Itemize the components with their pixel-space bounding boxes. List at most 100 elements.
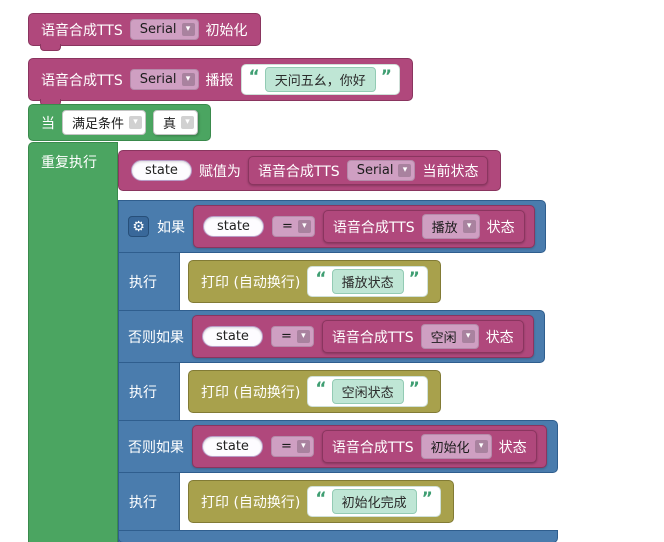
current-state-label: 当前状态 [422, 163, 479, 180]
do-row: 执行 打印 (自动换行) “ 初始化完成 ” [118, 478, 454, 525]
dropdown-value: = [280, 439, 292, 454]
condition-block[interactable]: state = ▾ 语音合成TTS 初始化 ▾ [192, 425, 547, 468]
status-label: 状态 [485, 329, 514, 346]
dropdown-value: 播放 [431, 221, 458, 236]
tts-name: 语音合成TTS [331, 439, 414, 456]
if-header-row: ⚙ 如果 state = ▾ 语音合成TTS 播放 [118, 200, 546, 253]
print-text-value[interactable]: 初始化完成 [331, 489, 417, 514]
print-text-value[interactable]: 空闲状态 [331, 379, 404, 404]
status-label: 状态 [498, 439, 527, 456]
elseif-row: 否则如果 state = ▾ 语音合成TTS 初始化 [118, 420, 558, 473]
dropdown-arrow-icon: ▾ [296, 440, 310, 453]
condition-block[interactable]: state = ▾ 语音合成TTS 空闲 ▾ [192, 315, 534, 358]
block-repeat[interactable]: 重复执行 state 赋值为 语音合成TTS Serial ▾ 当前状态 [28, 142, 558, 542]
block-tts-init[interactable]: 语音合成TTS Serial ▾ 初始化 [28, 13, 261, 51]
operator-dropdown[interactable]: = ▾ [270, 326, 314, 347]
dropdown-value: 初始化 [430, 441, 470, 456]
do-label: 执行 [129, 494, 157, 511]
dropdown-value: Serial [139, 72, 177, 87]
if-spine [118, 200, 180, 542]
block-print[interactable]: 打印 (自动换行) “ 空闲状态 ” [188, 370, 441, 413]
variable-state-pill[interactable]: state [131, 160, 192, 181]
tts-broadcast-port-dropdown[interactable]: Serial ▾ [129, 69, 199, 90]
do-label: 执行 [129, 274, 157, 291]
status-dropdown[interactable]: 初始化 ▾ [420, 434, 492, 459]
repeat-label: 重复执行 [41, 155, 97, 171]
block-tts-broadcast[interactable]: 语音合成TTS Serial ▾ 播报 “ 天问五幺，你好 ” [28, 58, 413, 106]
do-row: 执行 打印 (自动换行) “ 空闲状态 ” [118, 368, 441, 415]
do-label: 执行 [129, 384, 157, 401]
if-label: 如果 [157, 219, 185, 236]
dropdown-arrow-icon: ▾ [474, 440, 488, 453]
dropdown-arrow-icon: ▾ [181, 116, 195, 129]
block-print[interactable]: 打印 (自动换行) “ 初始化完成 ” [188, 480, 454, 523]
dropdown-value: 真 [163, 117, 177, 132]
when-value-dropdown[interactable]: 真 ▾ [153, 110, 199, 135]
open-quote-icon: “ [248, 67, 260, 87]
close-quote-icon: ” [421, 489, 433, 509]
dropdown-value: 空闲 [430, 331, 457, 346]
block-print[interactable]: 打印 (自动换行) “ 播放状态 ” [188, 260, 441, 303]
block-when[interactable]: 当 满足条件 ▾ 真 ▾ [28, 104, 212, 141]
dropdown-arrow-icon: ▾ [461, 330, 475, 343]
dropdown-arrow-icon: ▾ [398, 164, 412, 177]
operator-dropdown[interactable]: = ▾ [270, 436, 314, 457]
operator-dropdown[interactable]: = ▾ [271, 216, 315, 237]
block-tts-status[interactable]: 语音合成TTS 播放 ▾ 状态 [322, 210, 525, 243]
elseif-label: 否则如果 [128, 439, 184, 456]
status-dropdown[interactable]: 播放 ▾ [421, 214, 480, 239]
when-label: 当 [41, 115, 55, 132]
mutator-gear-icon[interactable]: ⚙ [128, 216, 149, 237]
open-quote-icon: “ [315, 489, 327, 509]
stack-tts-broadcast: 语音合成TTS Serial ▾ 播报 “ 天问五幺，你好 ” [28, 58, 413, 106]
print-label: 打印 (自动换行) [201, 274, 301, 291]
when-condition-dropdown[interactable]: 满足条件 ▾ [62, 110, 147, 135]
variable-state-pill[interactable]: state [202, 436, 263, 457]
dropdown-value: 满足条件 [72, 117, 125, 132]
print-text-input[interactable]: “ 空闲状态 ” [307, 376, 428, 407]
if-bottom-bar [118, 530, 558, 542]
block-if-else[interactable]: ⚙ 如果 state = ▾ 语音合成TTS 播放 [118, 200, 558, 542]
condition-block[interactable]: state = ▾ 语音合成TTS 播放 ▾ [193, 205, 535, 248]
dropdown-arrow-icon: ▾ [181, 23, 195, 36]
variable-state-pill[interactable]: state [203, 216, 264, 237]
print-text-input[interactable]: “ 播放状态 ” [307, 266, 428, 297]
close-quote-icon: ” [408, 379, 420, 399]
broadcast-text-value[interactable]: 天问五幺，你好 [264, 67, 376, 92]
tts-name: 语音合成TTS [257, 163, 340, 180]
print-label: 打印 (自动换行) [201, 494, 301, 511]
dropdown-arrow-icon: ▾ [181, 73, 195, 86]
elseif-row: 否则如果 state = ▾ 语音合成TTS 空闲 ▾ [118, 310, 545, 363]
print-text-input[interactable]: “ 初始化完成 ” [307, 486, 441, 517]
status-dropdown[interactable]: 空闲 ▾ [420, 324, 479, 349]
open-quote-icon: “ [315, 379, 327, 399]
dropdown-arrow-icon: ▾ [297, 220, 311, 233]
dropdown-arrow-icon: ▾ [296, 330, 310, 343]
tts-name: 语音合成TTS [332, 219, 415, 236]
stack-tts-init: 语音合成TTS Serial ▾ 初始化 [28, 13, 261, 51]
tts-broadcast-action: 播报 [205, 72, 234, 89]
block-tts-status[interactable]: 语音合成TTS 初始化 ▾ 状态 [321, 430, 537, 463]
print-label: 打印 (自动换行) [201, 384, 301, 401]
repeat-body: state 赋值为 语音合成TTS Serial ▾ 当前状态 [118, 142, 558, 542]
broadcast-text-input[interactable]: “ 天问五幺，你好 ” [240, 64, 400, 95]
do-row: 执行 打印 (自动换行) “ 播放状态 ” [118, 258, 441, 305]
variable-state-pill[interactable]: state [202, 326, 263, 347]
repeat-spine: 重复执行 [28, 142, 118, 542]
dropdown-value: Serial [139, 22, 177, 37]
elseif-label: 否则如果 [128, 329, 184, 346]
tts-init-action: 初始化 [205, 22, 248, 39]
tts-init-port-dropdown[interactable]: Serial ▾ [129, 19, 199, 40]
tts-name: 语音合成TTS [331, 329, 414, 346]
close-quote-icon: ” [408, 269, 420, 289]
stack-main-loop: 当 满足条件 ▾ 真 ▾ 重复执行 state 赋值为 语音合成TTS [28, 104, 558, 542]
print-text-value[interactable]: 播放状态 [331, 269, 404, 294]
block-assign[interactable]: state 赋值为 语音合成TTS Serial ▾ 当前状态 [118, 150, 502, 191]
block-tts-status[interactable]: 语音合成TTS 空闲 ▾ 状态 [321, 320, 524, 353]
open-quote-icon: “ [315, 269, 327, 289]
tts-init-name: 语音合成TTS [41, 22, 123, 39]
block-tts-current-state[interactable]: 语音合成TTS Serial ▾ 当前状态 [247, 156, 489, 185]
close-quote-icon: ” [380, 67, 392, 87]
assign-port-dropdown[interactable]: Serial ▾ [346, 160, 416, 181]
